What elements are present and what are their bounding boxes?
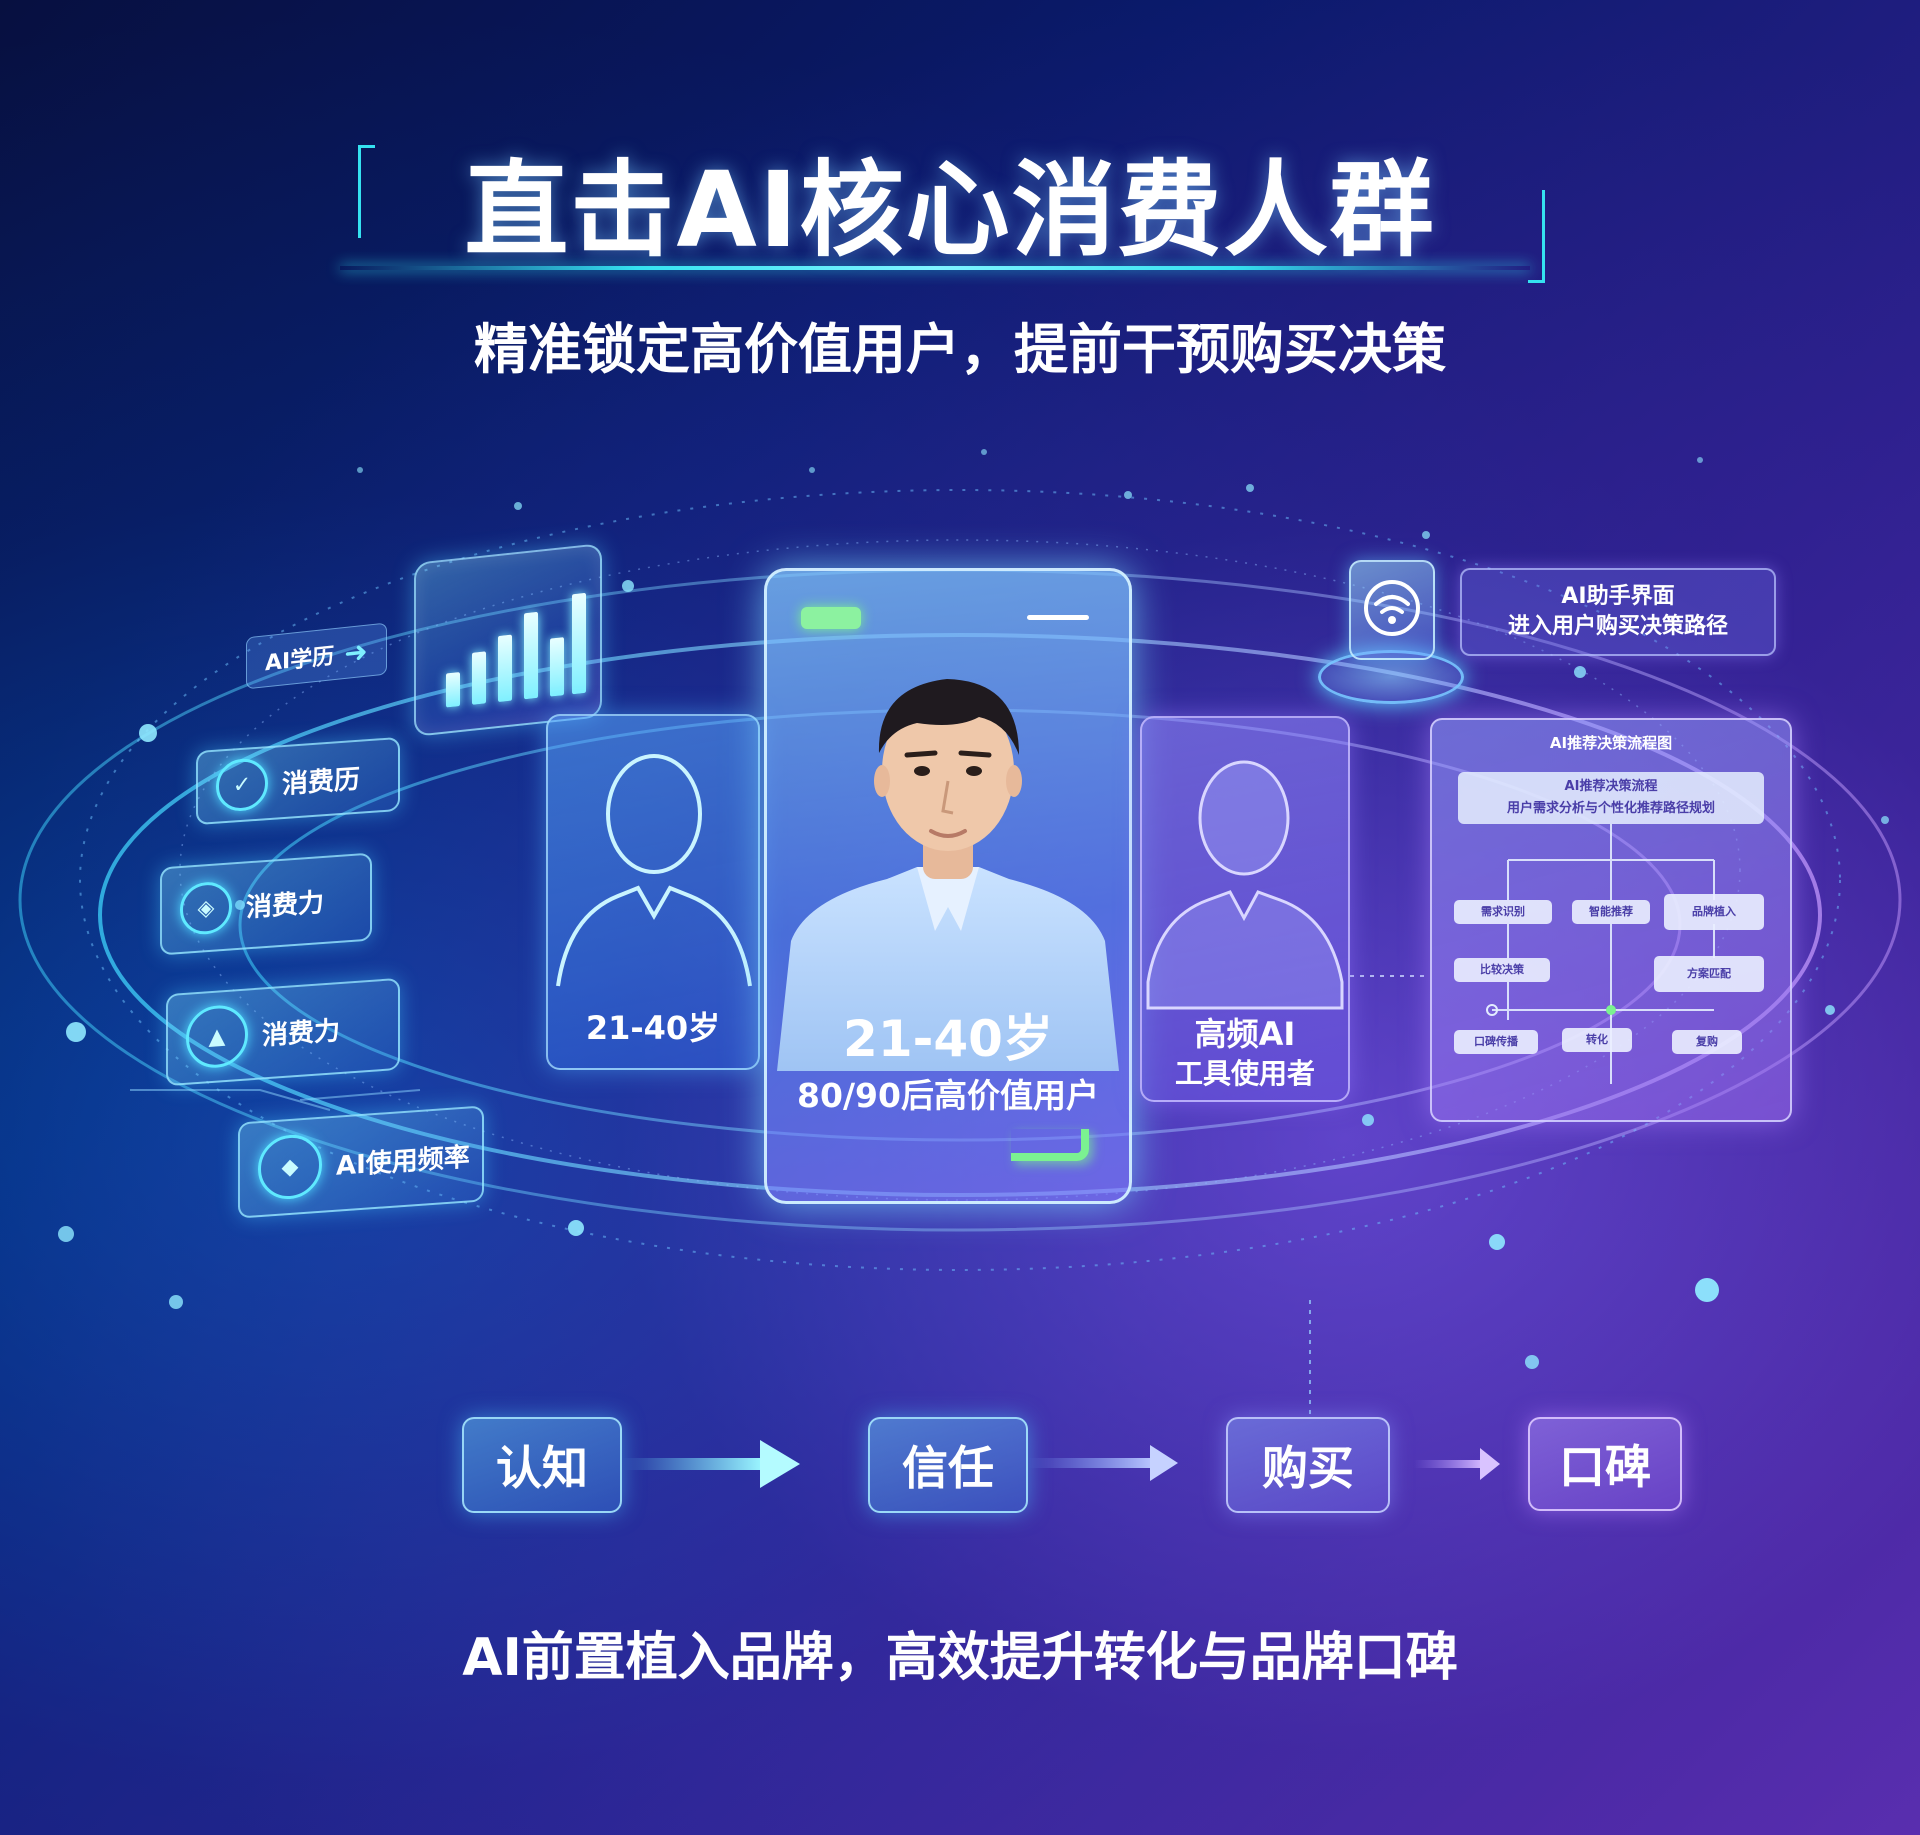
journey-step-word-of-mouth: 口碑 [1528, 1417, 1682, 1511]
card-menu-line [1027, 615, 1089, 620]
ai-history-label: AI学历 [265, 644, 335, 677]
assistant-info-card: AI助手界面 进入用户购买决策路径 [1460, 568, 1776, 656]
bar-chart-bar [472, 651, 486, 705]
bar-chart-bar [446, 672, 460, 708]
bar-chart-bar [524, 611, 538, 700]
profile-main-age: 21-40岁 [843, 1010, 1053, 1068]
status-badge [801, 607, 861, 629]
particles [58, 449, 1889, 1369]
flow-node: 转化 [1562, 1028, 1632, 1052]
flow-card-title: AI推荐决策流程图 [1549, 734, 1673, 752]
page-subtitle: 精准锁定高价值用户，提前干预购买决策 [474, 318, 1446, 381]
journey-arrow-3 [1414, 1448, 1500, 1480]
footer-tagline: AI前置植入品牌，高效提升转化与品牌口碑 [462, 1628, 1458, 1688]
attribute-tag-consumption-history: ✓ 消费历 [196, 736, 400, 826]
attribute-tag-label: 消费力 [246, 887, 325, 923]
flow-connectors [1486, 824, 1715, 1084]
decision-flow-card: AI推荐决策流程图 AI推荐决策流程 用户需求分析与个性化推荐路径规划 需 [1430, 718, 1792, 1122]
arrow-right-icon: ➜ [344, 634, 368, 670]
attribute-tag-ai-usage-frequency: ◆ AI使用频率 [238, 1105, 484, 1219]
bar-chart-card [414, 543, 602, 737]
profile-left-label: 21-40岁 [585, 1009, 721, 1047]
flow-node: 复购 [1672, 1030, 1742, 1054]
profile-main-description: 80/90后高价值用户 [797, 1076, 1099, 1115]
bar-chart-bar [498, 634, 512, 703]
profile-right-label-line2: 工具使用者 [1174, 1057, 1315, 1090]
journey-step-purchase: 购买 [1226, 1417, 1390, 1513]
title-bracket-left [358, 145, 375, 238]
shield-check-icon: ✓ [216, 757, 268, 813]
flow-node: 品牌植入 [1664, 894, 1764, 930]
flow-node: 智能推荐 [1572, 900, 1650, 924]
wifi-signal-icon [1364, 580, 1420, 636]
person-portrait-icon [777, 679, 1119, 1071]
orbit-ring-dotted [79, 489, 1841, 1271]
attribute-tag-label: 消费历 [282, 764, 361, 800]
card-corner-accent [1011, 1129, 1089, 1161]
flow-node: 口碑传播 [1454, 1030, 1538, 1054]
flow-node: 比较决策 [1454, 958, 1550, 982]
assistant-line2: 进入用户购买决策路径 [1507, 614, 1728, 639]
profile-card-main: 21-40岁 80/90后高价值用户 [764, 568, 1132, 1204]
flow-header-box: AI推荐决策流程 用户需求分析与个性化推荐路径规划 [1458, 772, 1764, 824]
wallet-icon: ◈ [180, 880, 232, 937]
profile-card-right: 高频AI 工具使用者 [1140, 716, 1350, 1102]
flow-header-line2: 用户需求分析与个性化推荐路径规划 [1506, 801, 1715, 816]
bar-chart-bar [572, 592, 586, 695]
journey-step-trust: 信任 [868, 1417, 1028, 1513]
assistant-line1: AI助手界面 [1561, 584, 1675, 609]
bar-chart-bar [550, 637, 564, 697]
attribute-tag-label: 消费力 [262, 1015, 341, 1051]
page-title: 直击AI核心消费人群 [464, 149, 1436, 271]
title-block: 直击AI核心消费人群 [350, 140, 1550, 280]
flow-header-line1: AI推荐决策流程 [1564, 779, 1658, 794]
person-silhouette-icon [1146, 760, 1344, 1010]
flow-node: 方案匹配 [1654, 956, 1764, 992]
journey-step-awareness: 认知 [462, 1417, 622, 1513]
profile-right-label-line1: 高频AI [1194, 1015, 1296, 1053]
title-bracket-right [1528, 190, 1545, 283]
journey-arrow-2 [1028, 1445, 1178, 1481]
growth-icon: ▲ [186, 1003, 248, 1070]
person-silhouette-icon [556, 754, 752, 987]
attribute-tag-spending-power: ◈ 消费力 [160, 852, 372, 956]
journey-arrow-1 [622, 1440, 800, 1488]
profile-card-left: 21-40岁 [546, 714, 760, 1070]
title-underline [340, 266, 1530, 270]
tag-connector-lines [130, 1089, 421, 1111]
assistant-icon-card [1349, 560, 1435, 660]
attribute-tag-label: AI使用频率 [336, 1141, 470, 1182]
flow-node: 需求识别 [1454, 900, 1552, 924]
attribute-tag-spending-power-2: ▲ 消费力 [166, 977, 400, 1087]
activity-icon: ◆ [258, 1132, 322, 1202]
